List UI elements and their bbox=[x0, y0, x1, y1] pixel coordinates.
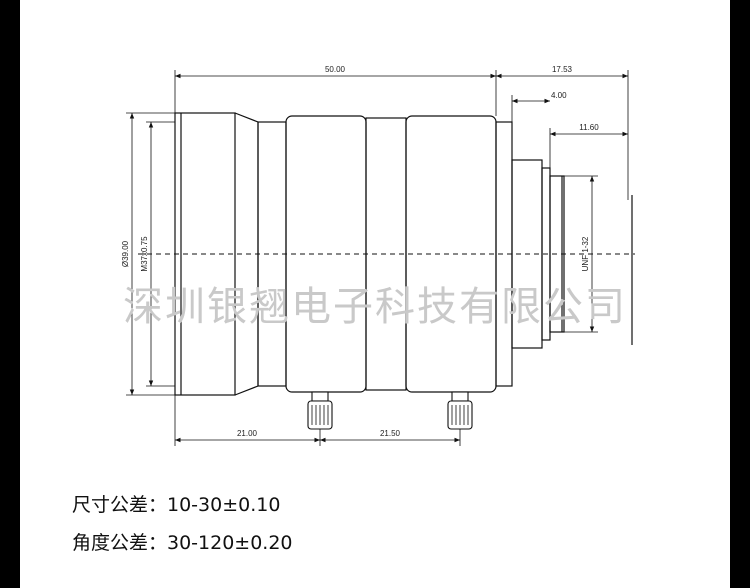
dim-screw-spacing: 21.50 bbox=[380, 429, 401, 438]
dim-screw1-pos: 21.00 bbox=[237, 429, 258, 438]
dim-filter-thread: M37x0.75 bbox=[140, 236, 149, 272]
dim-mount-step: 4.00 bbox=[551, 91, 567, 100]
size-tolerance: 尺寸公差：10-30±0.10 bbox=[72, 494, 281, 516]
dim-back-focus: 11.60 bbox=[579, 123, 599, 132]
dim-mount-thread: UNF 1-32 bbox=[581, 236, 590, 271]
lens-body bbox=[174, 112, 565, 396]
dim-flange: 17.53 bbox=[552, 65, 573, 74]
dim-total-length: 50.00 bbox=[325, 65, 346, 74]
angle-tolerance: 角度公差：30-120±0.20 bbox=[72, 532, 293, 554]
locking-screws bbox=[307, 391, 473, 430]
drawing-sheet: 50.00 17.53 4.00 11.60 21.00 21.50 Ø39.0… bbox=[20, 0, 730, 588]
watermark-text: 深圳银翘电子科技有限公司 bbox=[123, 284, 627, 330]
dim-outer-dia: Ø39.00 bbox=[121, 240, 130, 267]
lens-drawing: 50.00 17.53 4.00 11.60 21.00 21.50 Ø39.0… bbox=[121, 65, 635, 446]
